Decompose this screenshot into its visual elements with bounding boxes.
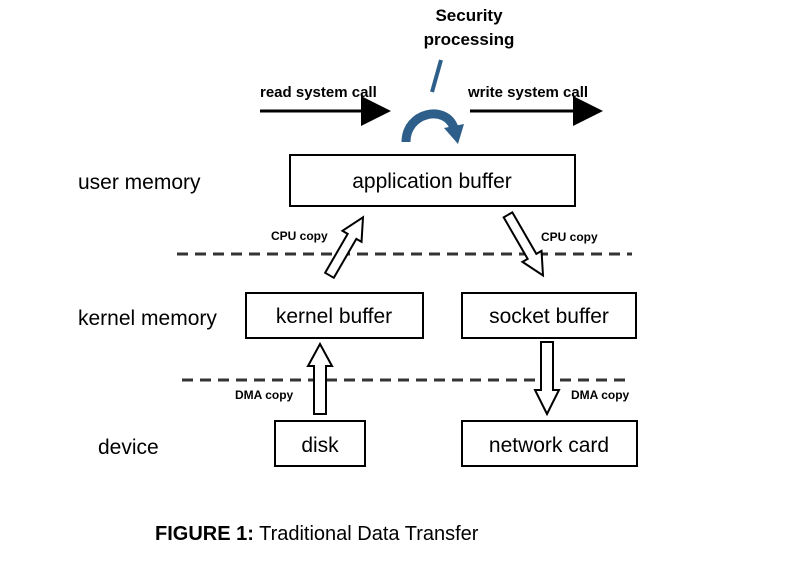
dma-copy-label-left: DMA copy (235, 388, 294, 402)
security-pointer-line (430, 59, 443, 93)
kernel-buffer-box (245, 292, 424, 339)
disk-box (274, 420, 366, 467)
caption-text: Traditional Data Transfer (254, 523, 479, 545)
level-kernel-memory: kernel memory (78, 307, 217, 330)
caption-prefix: FIGURE 1: (155, 523, 254, 545)
security-label-line2: processing (424, 30, 515, 49)
security-label-line1: Security (435, 6, 503, 25)
level-device: device (98, 436, 159, 459)
kernel-buffer-label: kernel buffer (276, 305, 392, 328)
network-card-label: network card (489, 434, 609, 457)
dma-copy-up-arrow (306, 341, 334, 415)
figure-caption: FIGURE 1: Traditional Data Transfer (155, 523, 479, 545)
security-arrowhead-icon (444, 124, 464, 144)
application-buffer-box (289, 154, 576, 207)
read-system-call-label: read system call (260, 84, 377, 101)
security-curved-arrow (401, 109, 459, 143)
cpu-copy-down-arrow (502, 210, 545, 278)
disk-label: disk (301, 434, 339, 457)
application-buffer-label: application buffer (352, 170, 512, 193)
cpu-copy-label-left: CPU copy (271, 229, 328, 243)
dma-copy-label-right: DMA copy (571, 388, 630, 402)
network-card-box (461, 420, 638, 467)
socket-buffer-box (461, 292, 637, 339)
level-user-memory: user memory (78, 171, 201, 194)
dma-copy-down-arrow (533, 341, 561, 417)
cpu-copy-label-right: CPU copy (541, 230, 598, 244)
socket-buffer-label: socket buffer (489, 305, 609, 328)
write-system-call-label: write system call (467, 84, 588, 101)
cpu-copy-up-arrow (323, 215, 365, 280)
